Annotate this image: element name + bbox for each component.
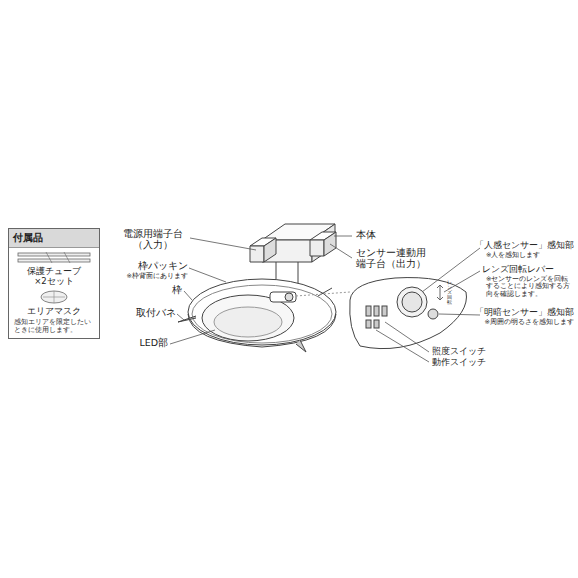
part-label: 動作スイッチ	[432, 358, 486, 368]
accessory-name: 保護チューブ ×2セット	[20, 266, 88, 286]
tube-icon	[16, 251, 92, 265]
part-label: センサー連動用 端子台（出力）	[356, 248, 432, 270]
part-label: レンズ回転レバー	[482, 265, 554, 275]
part-label: 枠	[160, 285, 182, 296]
part-label: LED部	[120, 338, 168, 349]
accessory-name: エリアマスク	[9, 306, 99, 316]
panel-mark: レンズ回転	[447, 281, 452, 306]
part-label: 「人感センサー」感知部	[475, 241, 574, 251]
note-text: ※人を感知します	[486, 252, 540, 259]
part-label: 本体	[356, 230, 376, 241]
mask-icon	[39, 289, 69, 305]
note-text: 感知エリアを限定したいときに使用します。	[9, 317, 99, 338]
part-label: 枠パッキン	[128, 261, 188, 272]
note-text: ※センサーのレンズを回転することにより感知する方向を確認します。	[486, 276, 572, 298]
note-text: ※枠背面にあります	[112, 273, 188, 280]
part-label: 「明暗センサー」感知部	[475, 308, 574, 318]
note-text: ※周囲の明るさを感知します	[485, 319, 574, 326]
part-label: 照度スイッチ	[432, 347, 486, 357]
part-label: 取付バネ	[120, 308, 176, 319]
box-heading: 付属品	[9, 229, 99, 248]
part-label: 電源用端子台 （入力）	[120, 229, 186, 251]
accessory-box: 付属品保護チューブ ×2セットエリアマスク感知エリアを限定したいときに使用します…	[8, 228, 100, 339]
